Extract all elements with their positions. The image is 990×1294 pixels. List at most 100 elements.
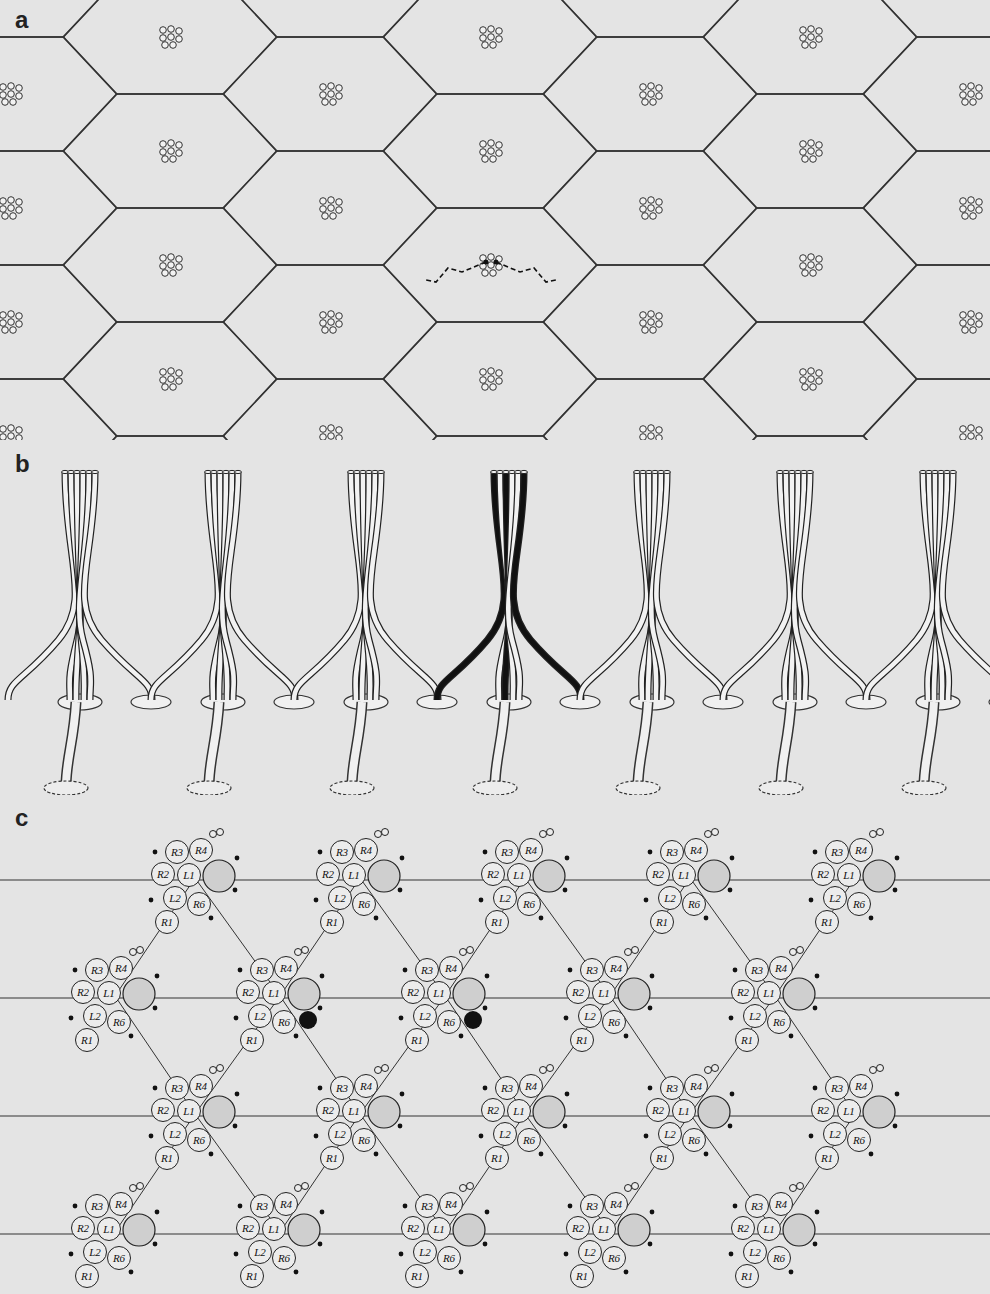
cell-profile: R6: [847, 892, 871, 916]
cell-profile: L1: [837, 863, 861, 887]
cell-profile: R6: [767, 1010, 791, 1034]
small-profile: [210, 831, 217, 838]
rhabdomere: [968, 205, 975, 212]
small-profile: [877, 1065, 884, 1072]
cell-profile: L1: [427, 981, 451, 1005]
cell-profile: R6: [437, 1246, 461, 1270]
cell-profile: R3: [495, 1076, 519, 1100]
axon-top: [521, 470, 528, 473]
cell-label: L1: [183, 870, 195, 881]
cell-profile: R6: [272, 1010, 296, 1034]
cell-label: R2: [322, 869, 334, 880]
rhabdomere: [8, 319, 15, 326]
cell-label: R1: [491, 1153, 503, 1164]
cell-profile: L2: [83, 1240, 107, 1264]
synapse-dot: [728, 1124, 733, 1129]
cell-profile: L2: [413, 1240, 437, 1264]
small-profile: [870, 831, 877, 838]
cell-profile: L1: [757, 981, 781, 1005]
hexagon-facet: [863, 265, 990, 379]
synapse-dot: [73, 968, 78, 973]
cell-profile: L1: [262, 981, 286, 1005]
cell-profile: R1: [485, 1146, 509, 1170]
synapse-dot: [809, 1134, 814, 1139]
cell-label: R3: [501, 847, 513, 858]
rhabdomere: [480, 35, 487, 42]
synapse-dot: [374, 916, 379, 921]
medulla-column: [759, 781, 803, 795]
rhabdomere: [336, 85, 343, 92]
rhabdomere: [640, 206, 647, 213]
synapse-dot: [483, 1006, 488, 1011]
rhabdomere: [490, 42, 497, 49]
cell-profile: R1: [570, 1264, 594, 1288]
cell-label: R6: [523, 1135, 535, 1146]
cell-label: R6: [688, 1135, 700, 1146]
hexagon-facet: [223, 0, 437, 37]
cell-label: R1: [326, 1153, 338, 1164]
light-ray: [496, 262, 556, 282]
cell-profile: R1: [240, 1264, 264, 1288]
cell-label: R3: [336, 1083, 348, 1094]
cell-profile: R2: [731, 980, 755, 1004]
cell-label: R6: [773, 1017, 785, 1028]
rhabdomere: [960, 312, 967, 319]
cell-profile: R2: [316, 862, 340, 886]
cell-profile: R3: [745, 1194, 769, 1218]
cell-label: R1: [576, 1271, 588, 1282]
rhabdomere: [640, 312, 647, 319]
rhabdomere: [328, 83, 335, 90]
hexagon-facet: [63, 94, 277, 208]
cell-profile: R3: [250, 958, 274, 982]
cell-label: R1: [576, 1035, 588, 1046]
cell-label: R4: [610, 963, 622, 974]
cell-label: R2: [77, 987, 89, 998]
rhabdomere: [970, 99, 977, 106]
synapse-dot: [398, 888, 403, 893]
cell-label: R6: [853, 1135, 865, 1146]
cell-profile: R1: [485, 910, 509, 934]
synapse-dot: [399, 1252, 404, 1257]
rhabdomere: [322, 99, 329, 106]
cell-profile: L1: [97, 1217, 121, 1241]
cell-label: R3: [421, 965, 433, 976]
rhabdomere: [640, 198, 647, 205]
shaded-cell: [288, 978, 320, 1010]
synapse-dot: [234, 1016, 239, 1021]
rhabdomere: [16, 435, 23, 440]
cell-profile: L1: [672, 863, 696, 887]
cell-label: L1: [433, 1224, 445, 1235]
rhabdomere: [648, 311, 655, 318]
hexagon-facet: [0, 37, 117, 151]
rhabdomere: [0, 312, 6, 319]
cell-profile: R2: [401, 1216, 425, 1240]
axon-outline: [294, 472, 361, 700]
rhabdomere: [320, 198, 327, 205]
synapse-dot: [733, 968, 738, 973]
rhabdomere: [176, 378, 183, 385]
rhabdomere: [648, 425, 655, 432]
rhabdomere: [8, 197, 15, 204]
medulla-column: [44, 781, 88, 795]
cell-profile: R2: [236, 1216, 260, 1240]
hexagon-facet: [383, 436, 597, 440]
cell-profile: L2: [658, 886, 682, 910]
synapse-dot: [403, 968, 408, 973]
shaded-cell: [783, 1214, 815, 1246]
cell-profile: R3: [580, 1194, 604, 1218]
axon-outline: [723, 472, 790, 700]
hexagon-facet: [863, 151, 990, 265]
shaded-cell: [863, 1096, 895, 1128]
synapse-dot: [129, 1034, 134, 1039]
rhabdomere: [480, 377, 487, 384]
cell-profile: R4: [354, 1074, 378, 1098]
photoreceptor-axon: [437, 472, 504, 700]
rhabdomere: [960, 206, 967, 213]
stalk: [209, 702, 219, 786]
synapse-dot: [399, 1016, 404, 1021]
cell-profile: R4: [274, 1192, 298, 1216]
cell-label: L2: [829, 1129, 841, 1140]
cell-profile: R6: [517, 892, 541, 916]
synapse-dot: [648, 1242, 653, 1247]
